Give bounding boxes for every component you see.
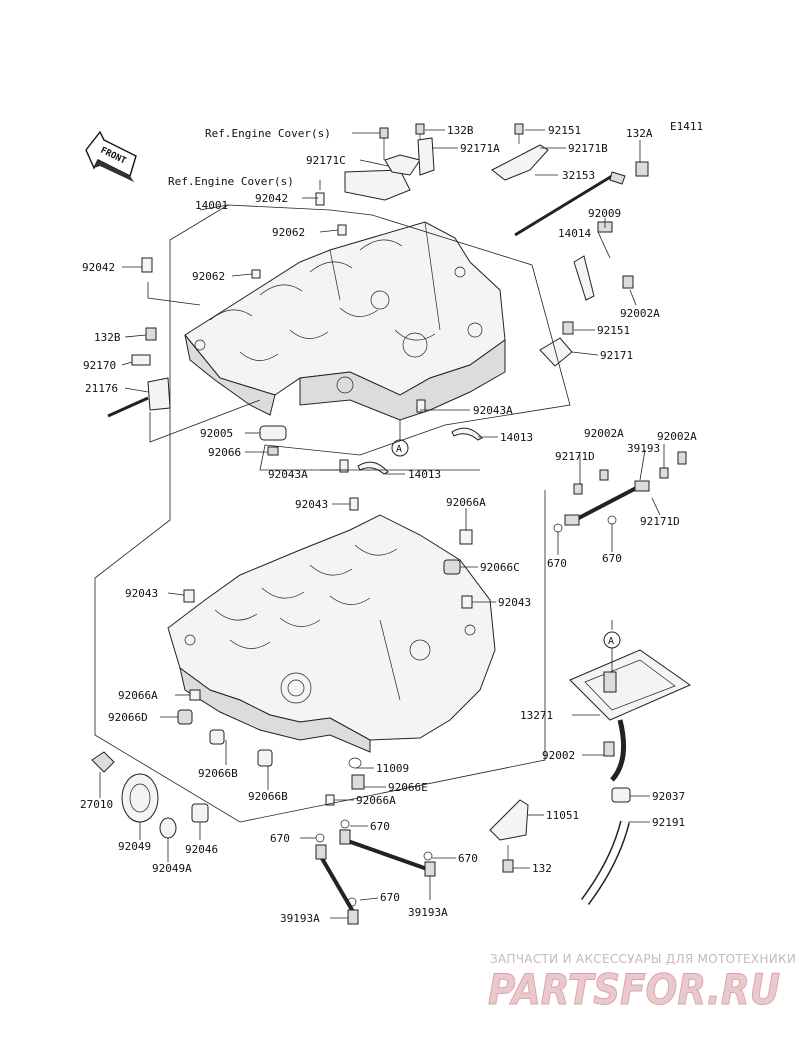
label-92066E: 92066E — [388, 781, 428, 794]
label-92171D-2: 92171D — [640, 515, 680, 528]
leader-lines — [94, 129, 665, 919]
label-92002A-1: 92002A — [584, 427, 624, 440]
label-92066A-left: 92066A — [118, 689, 158, 702]
label-92042-left: 92042 — [82, 261, 115, 274]
label-92151-top: 92151 — [548, 124, 581, 137]
label-92066B-b: 92066B — [248, 790, 288, 803]
label-132: 132 — [532, 862, 552, 875]
label-92043A-right: 92043A — [473, 404, 513, 417]
label-39193: 39193 — [627, 442, 660, 455]
label-11009: 11009 — [376, 762, 409, 775]
label-92005: 92005 — [200, 427, 233, 440]
upper-crankcase — [184, 221, 506, 421]
label-92043-right: 92043 — [498, 596, 531, 609]
label-14001: 14001 — [195, 199, 228, 212]
label-92171D-1: 92171D — [555, 450, 595, 463]
hardware-parts — [91, 123, 692, 925]
label-670-a: 670 — [547, 557, 567, 570]
diagram-code: E1411 — [670, 120, 703, 133]
label-670-e: 670 — [458, 852, 478, 865]
label-92009: 92009 — [588, 207, 621, 220]
label-92002: 92002 — [542, 749, 575, 762]
label-14014: 14014 — [558, 227, 591, 240]
label-670-c: 670 — [270, 832, 290, 845]
label-32153: 32153 — [562, 169, 595, 182]
label-92062-b: 92062 — [192, 270, 225, 283]
lower-crankcase — [167, 514, 496, 753]
front-arrow-icon: FRONT — [85, 130, 137, 182]
label-670-f: 670 — [380, 891, 400, 904]
ref-engine-cover-1: Ref.Engine Cover(s) — [205, 127, 331, 140]
label-11051: 11051 — [546, 809, 579, 822]
label-92170: 92170 — [83, 359, 116, 372]
label-14013-b: 14013 — [408, 468, 441, 481]
label-92151-mid: 92151 — [597, 324, 630, 337]
label-92171C: 92171C — [306, 154, 346, 167]
label-92002A-2: 92002A — [657, 430, 697, 443]
label-92066B-a: 92066B — [198, 767, 238, 780]
label-92171: 92171 — [600, 349, 633, 362]
label-92191: 92191 — [652, 816, 685, 829]
label-132B-left: 132B — [94, 331, 121, 344]
label-27010: 27010 — [80, 798, 113, 811]
label-92043-top: 92043 — [295, 498, 328, 511]
label-92066C: 92066C — [480, 561, 520, 574]
label-92046: 92046 — [185, 843, 218, 856]
label-92171B: 92171B — [568, 142, 608, 155]
label-92037: 92037 — [652, 790, 685, 803]
part-labels: Ref.Engine Cover(s) 132B 92151 132A 9217… — [80, 124, 697, 925]
circle-A-mid: A — [396, 444, 402, 455]
label-92049A: 92049A — [152, 862, 192, 875]
watermark: ЗАПЧАСТИ И АКСЕССУАРЫ ДЛЯ МОТОТЕХНИКИ PA… — [488, 952, 796, 1015]
watermark-tagline: ЗАПЧАСТИ И АКСЕССУАРЫ ДЛЯ МОТОТЕХНИКИ — [490, 952, 796, 966]
label-92066A-bottom: 92066A — [356, 794, 396, 807]
label-92066D: 92066D — [108, 711, 148, 724]
label-92043-left: 92043 — [125, 587, 158, 600]
watermark-brand: PARTSFOR.RU — [488, 965, 780, 1014]
label-21176: 21176 — [85, 382, 118, 395]
label-92066A-top: 92066A — [446, 496, 486, 509]
label-13271: 13271 — [520, 709, 553, 722]
label-14013-a: 14013 — [500, 431, 533, 444]
label-92043A-left: 92043A — [268, 468, 308, 481]
label-92171A: 92171A — [460, 142, 500, 155]
label-92049: 92049 — [118, 840, 151, 853]
label-39193A-left: 39193A — [280, 912, 320, 925]
label-92062-a: 92062 — [272, 226, 305, 239]
label-670-d: 670 — [370, 820, 390, 833]
circle-A-low: A — [608, 636, 614, 647]
label-92042-top: 92042 — [255, 192, 288, 205]
label-670-b: 670 — [602, 552, 622, 565]
label-132A: 132A — [626, 127, 653, 140]
ref-engine-cover-2: Ref.Engine Cover(s) — [168, 175, 294, 188]
label-132B-top: 132B — [447, 124, 474, 137]
label-39193A-right: 39193A — [408, 906, 448, 919]
label-92066: 92066 — [208, 446, 241, 459]
label-92002A-right: 92002A — [620, 307, 660, 320]
